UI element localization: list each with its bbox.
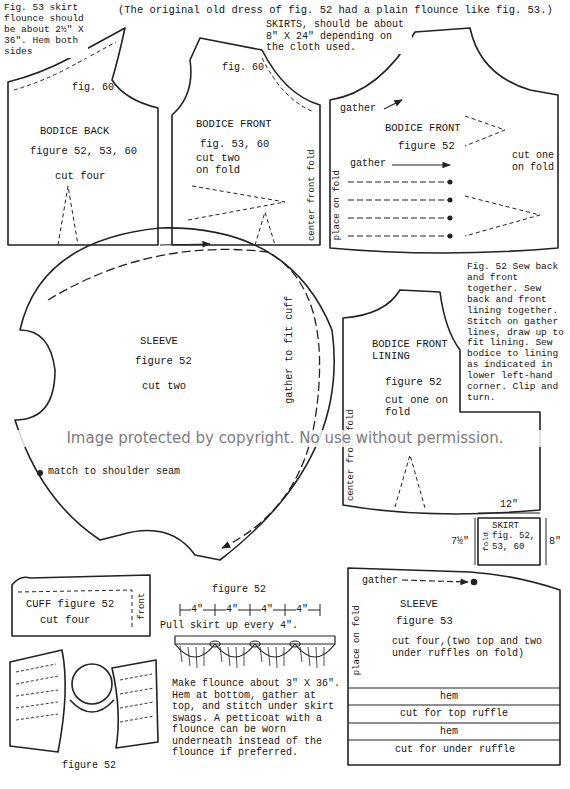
piece-text: gather: [350, 158, 395, 170]
pattern-piece: SKIRT fig. 52, 53, 60fold: [478, 518, 540, 565]
piece-text: cut one on fold: [512, 150, 558, 173]
dimension: 4": [226, 604, 238, 616]
dimension: 12": [500, 499, 518, 511]
piece-text: cut two: [142, 380, 222, 392]
piece-text: figure 52: [135, 355, 225, 367]
piece-text: SLEEVE: [400, 598, 480, 610]
piece-text: figure 52: [385, 376, 465, 388]
piece-text: hem: [440, 726, 480, 738]
piece-title: SKIRT fig. 52, 53, 60: [492, 521, 538, 552]
piece-text: hem: [440, 691, 480, 703]
piece-text: gather: [362, 575, 402, 587]
piece-text: cut one on fold: [385, 394, 455, 418]
piece-text: cut four: [55, 170, 145, 182]
flounce-note: Make flounce about 3" X 36". Hem at bott…: [172, 678, 342, 759]
piece-text: figure 52: [398, 140, 478, 152]
piece-text: figure 52, 53, 60: [30, 145, 155, 157]
piece-text: figure 53: [396, 615, 486, 627]
pattern-piece: gatherBODICE FRONTfigure 52gathercut one…: [328, 20, 560, 260]
dimension: 4": [296, 604, 308, 616]
dimension: 7½": [451, 536, 469, 548]
pattern-piece: fig. 60 BODICE BACK figure 52, 53, 60 cut f…: [5, 25, 160, 247]
piece-text: fig. 60: [72, 82, 132, 94]
piece-text: fig. 53, 60: [200, 138, 300, 150]
header-note: (The original old dress of fig. 52 had a…: [118, 4, 568, 16]
piece-text: gather: [340, 103, 385, 115]
piece-text: place on fold: [332, 170, 342, 240]
pattern-piece: fig. 60 BODICE FRONT fig. 53, 60 cut two on…: [170, 36, 322, 247]
piece-text: match to shoulder seam: [48, 466, 218, 478]
dimension: 8": [549, 536, 561, 548]
dimension: 4": [261, 604, 273, 616]
flounce-note: Fig. 53 skirt flounce should be about 2½…: [4, 3, 88, 58]
dimension: 4": [191, 604, 203, 616]
piece-text: cut four,(two top and two under ruffles …: [392, 636, 552, 659]
instruction-note: Pull skirt up every 4".: [160, 620, 340, 632]
watermark: Image protected by copyright. No use wit…: [5, 430, 565, 447]
figure-label: figure 52: [62, 760, 152, 772]
piece-text: gather to fit cuff: [284, 296, 296, 404]
pattern-piece: SLEEVE figure 52 cut two gather to fit cuff…: [12, 224, 337, 568]
piece-text: cut two on fold: [196, 152, 258, 176]
piece-text: cut four: [40, 614, 120, 626]
piece-text: BODICE BACK: [40, 125, 150, 137]
piece-text: center front fold: [307, 149, 317, 241]
piece-text: fig. 60: [222, 62, 277, 74]
piece-text: fold: [481, 531, 490, 550]
piece-text: cut for under ruffle: [395, 744, 555, 756]
piece-text: BODICE FRONT: [196, 118, 306, 130]
piece-text: cut for top ruffle: [400, 708, 550, 720]
piece-text: place on fold: [352, 605, 362, 675]
piece-title: BODICE FRONT LINING: [372, 338, 457, 362]
piece-title: CUFF figure 52: [26, 598, 131, 610]
piece-text: BODICE FRONT: [385, 122, 495, 134]
pattern-piece: CUFF figure 52 cut four front: [12, 575, 152, 636]
piece-title: SLEEVE: [140, 335, 230, 347]
pattern-piece: gatherSLEEVE figure 53 cut four,(two top a…: [346, 552, 562, 767]
skirt-note: SKIRTS, should be about 8" X 24" dependi…: [266, 19, 412, 54]
figure-label: figure 52: [212, 584, 302, 596]
piece-text: center front fold: [346, 409, 356, 501]
piece-text: front: [137, 593, 147, 620]
instructions: Fig. 52 Sew back and front together. Sew…: [467, 262, 567, 404]
